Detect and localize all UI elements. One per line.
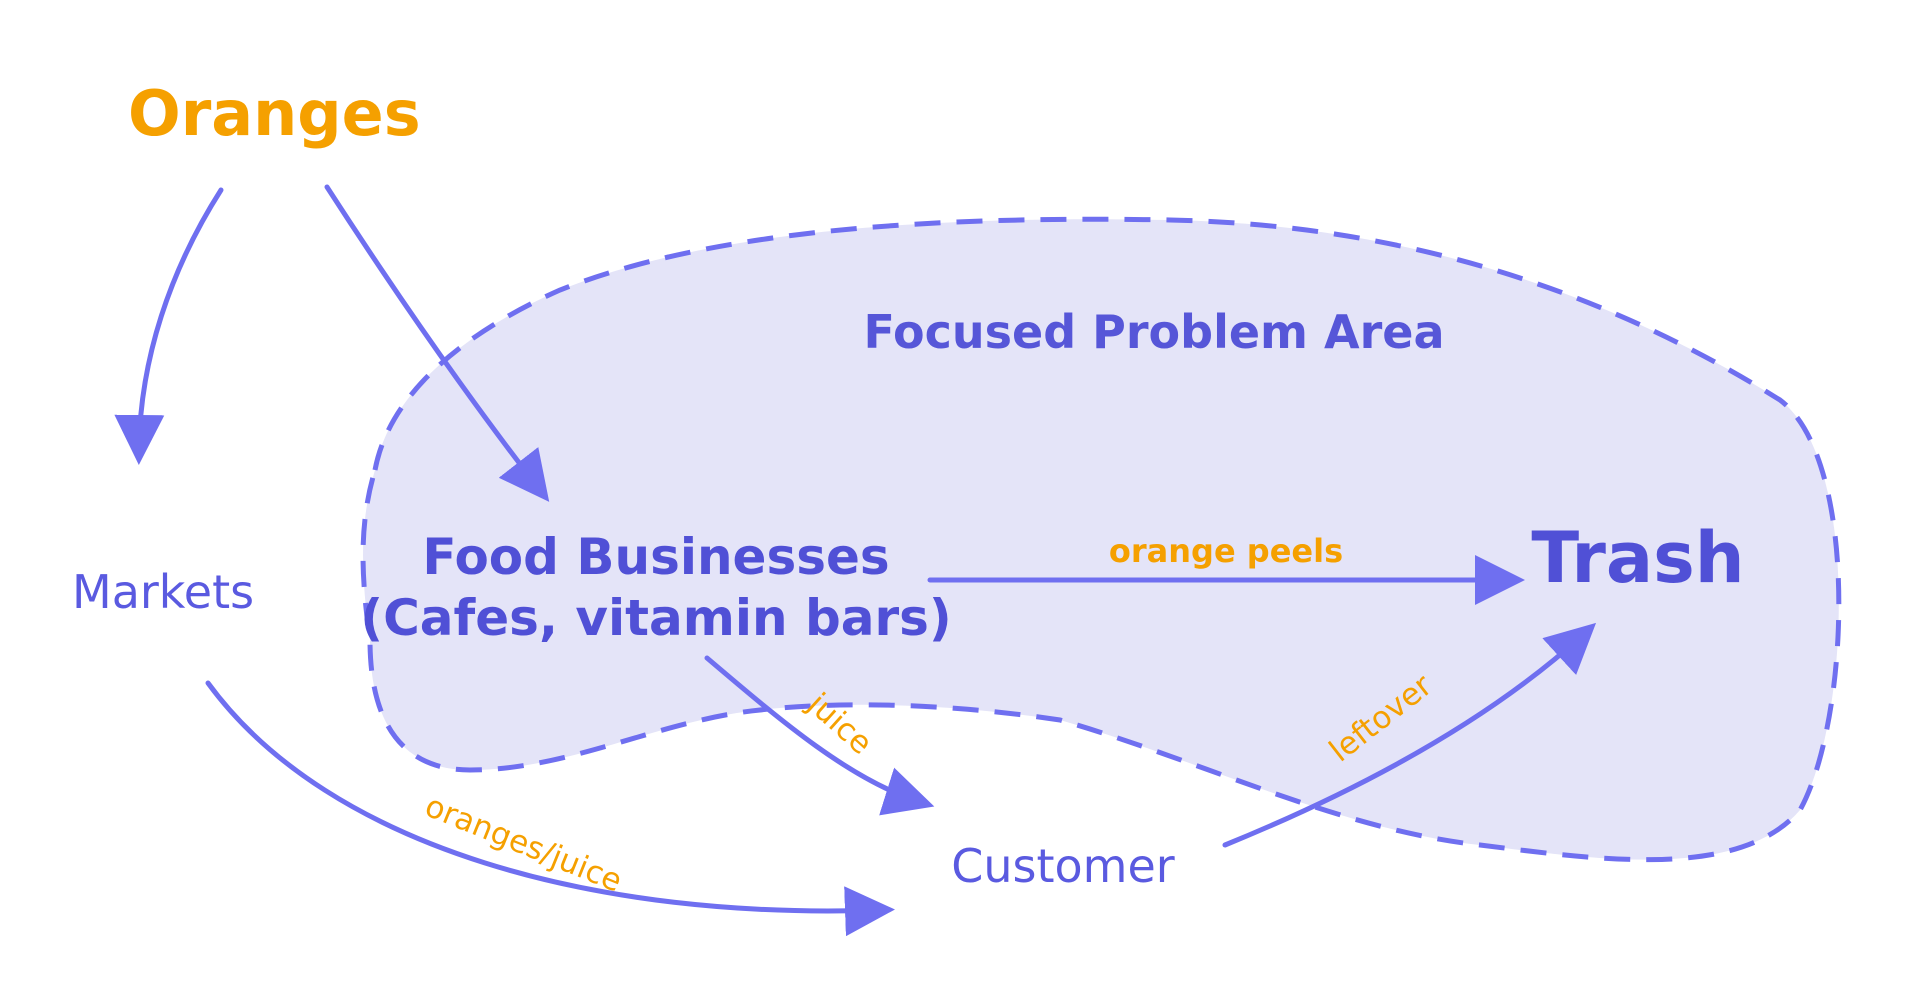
node-customer: Customer xyxy=(951,839,1175,893)
node-markets: Markets xyxy=(72,565,254,619)
arrow-markets-to-customer xyxy=(205,680,895,937)
node-oranges: Oranges xyxy=(128,77,421,150)
node-trash: Trash xyxy=(1531,517,1744,599)
node-food-businesses-line2: (Cafes, vitamin bars) xyxy=(360,589,952,647)
arrow-oranges-to-markets xyxy=(114,187,224,465)
arrow-customer-to-trash xyxy=(1222,622,1597,848)
edge-label-oranges-juice: oranges/juice xyxy=(420,788,627,900)
edge-label-orange-peels: orange peels xyxy=(1109,532,1343,570)
focused-problem-area-label: Focused Problem Area xyxy=(863,305,1444,359)
focused-problem-area xyxy=(360,216,1842,863)
arrow-food-businesses-to-customer xyxy=(704,655,935,816)
arrow-oranges-to-food-businesses xyxy=(324,184,550,502)
node-food-businesses-line1: Food Businesses xyxy=(422,528,889,586)
